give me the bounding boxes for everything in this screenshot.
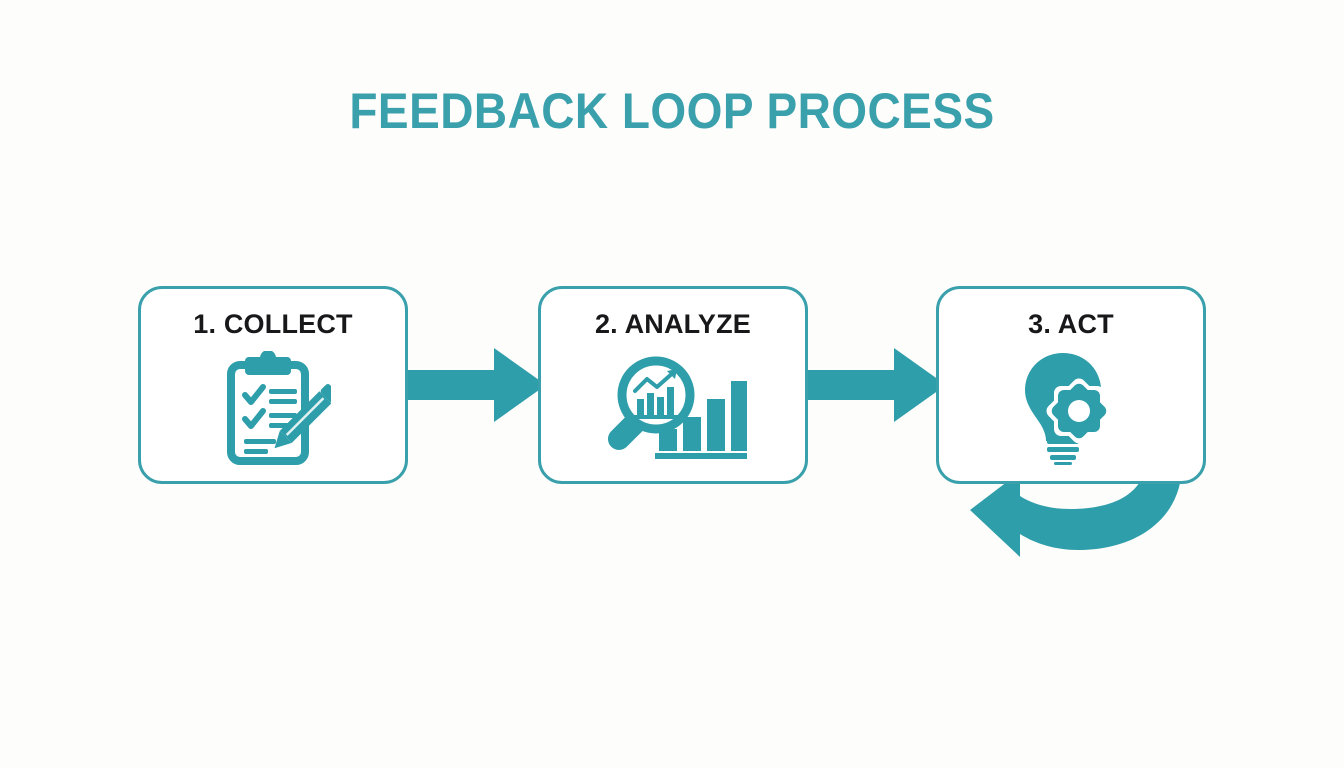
step-label-analyze: 2. ANALYZE [594, 309, 752, 339]
step-label-collect: 1. COLLECT [193, 309, 353, 339]
feedback-loop-arrow [960, 462, 1200, 562]
step-card-collect[interactable]: 1. COLLECT [138, 286, 408, 484]
arrow-collect-to-analyze [406, 348, 546, 422]
clipboard-checklist-pencil-icon [227, 351, 331, 465]
step-card-analyze[interactable]: 2. ANALYZE [538, 286, 808, 484]
step-icon-analyze-wrapper [541, 355, 805, 459]
curved-loop-arrow-icon [970, 464, 1182, 557]
page-title: FEEDBACK LOOP PROCESS [349, 83, 995, 139]
right-block-arrow-icon [806, 348, 946, 422]
step-card-act[interactable]: 3. ACT [936, 286, 1206, 484]
arrow-analyze-to-act [806, 348, 946, 422]
right-block-arrow-icon [406, 348, 546, 422]
step-icon-act-wrapper [939, 347, 1203, 465]
gear-shape [1051, 383, 1107, 439]
step-label-act: 3. ACT [1028, 309, 1114, 339]
step-icon-collect-wrapper [141, 351, 405, 469]
lightbulb-gear-icon [1025, 353, 1107, 465]
magnifying-glass-bar-chart-icon [607, 356, 747, 459]
